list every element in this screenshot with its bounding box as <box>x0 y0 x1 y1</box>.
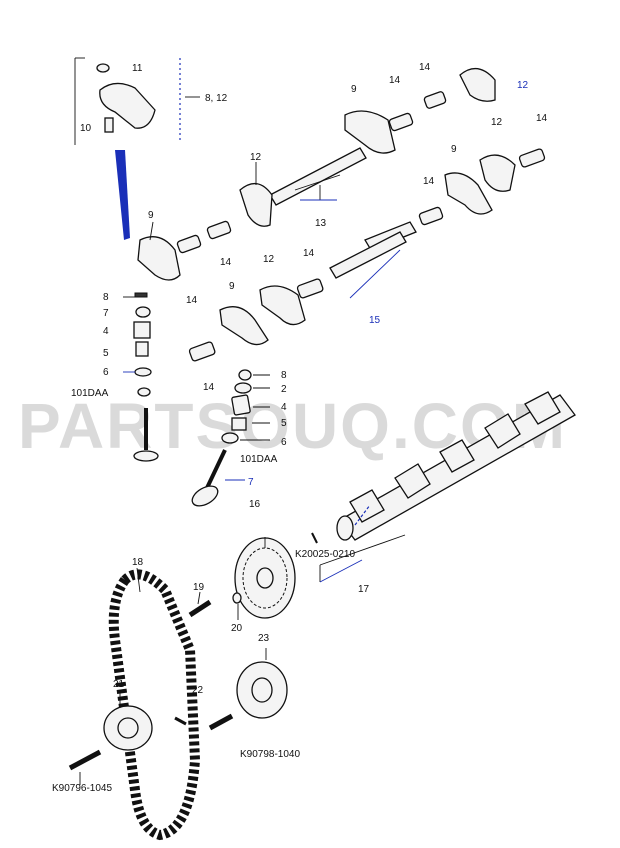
callout-4-right: 4 <box>281 402 287 413</box>
callout-7-right: 7 <box>248 477 254 488</box>
callout-19: 19 <box>193 582 205 593</box>
rocker-springs <box>176 91 546 362</box>
callout-12b: 12 <box>517 80 529 91</box>
leader-lines <box>79 162 406 785</box>
callout-6-right: 6 <box>281 437 287 448</box>
callout-9b: 9 <box>351 84 357 95</box>
callout-14a: 14 <box>389 75 401 86</box>
callout-4-left: 4 <box>103 326 109 337</box>
valve-stack-right <box>191 369 252 507</box>
rocker-arm-12c <box>479 154 516 192</box>
callout-23: 23 <box>258 633 270 644</box>
callout-8-12: 8, 12 <box>205 93 228 104</box>
blue-pointer-icon <box>115 150 130 240</box>
callout-14d: 14 <box>423 176 435 187</box>
callout-14b: 14 <box>419 62 431 73</box>
callout-14f: 14 <box>220 257 232 268</box>
rocker-arm-12a <box>239 183 273 227</box>
callout-5-left: 5 <box>103 348 109 359</box>
rocker-arm-12d <box>259 285 306 326</box>
inset-rocker-group <box>74 57 200 240</box>
callout-14c: 14 <box>536 113 548 124</box>
callout-7-left: 7 <box>103 308 109 319</box>
callout-101daa-left: 101DAA <box>71 388 109 399</box>
callout-16: 16 <box>249 499 261 510</box>
valve-stack-left <box>133 292 159 462</box>
clip-icon <box>96 63 110 73</box>
rocker-arm-icon <box>99 82 156 129</box>
callout-k20025: K20025-0210 <box>295 549 355 560</box>
callout-21: 21 <box>113 679 125 690</box>
callout-10: 10 <box>80 123 92 134</box>
rocker-arm-9a <box>137 236 181 281</box>
callout-9c: 9 <box>451 144 457 155</box>
callout-8-right: 8 <box>281 370 287 381</box>
callout-k90798: K90798-1040 <box>240 749 300 760</box>
callout-k90796: K90796-1045 <box>52 783 112 794</box>
adjuster-screw-icon <box>104 117 114 133</box>
rocker-arm-9c <box>444 172 493 215</box>
rocker-arm-12b <box>459 68 496 102</box>
callout-18: 18 <box>132 557 144 568</box>
callout-9a: 9 <box>148 210 154 221</box>
callout-22: 22 <box>192 685 204 696</box>
rocker-arm-9b <box>344 110 396 154</box>
callout-101daa-right: 101DAA <box>240 454 278 465</box>
timing-belt <box>108 569 201 841</box>
bolts <box>68 532 318 771</box>
callout-2-right: 2 <box>281 384 287 395</box>
callout-12c: 12 <box>491 117 503 128</box>
callout-11: 11 <box>132 63 143 74</box>
rocker-shaft-upper <box>269 147 417 279</box>
camshaft <box>336 391 576 541</box>
callout-14e: 14 <box>303 248 315 259</box>
callout-14g: 14 <box>186 295 198 306</box>
callout-15: 15 <box>369 315 381 326</box>
callout-13: 13 <box>315 218 327 229</box>
callout-20: 20 <box>231 623 243 634</box>
callout-9d: 9 <box>229 281 235 292</box>
rocker-arm-9d <box>219 306 269 346</box>
callout-8-left: 8 <box>103 292 109 303</box>
callout-5-right: 5 <box>281 418 287 429</box>
rocker-arms <box>137 68 516 346</box>
callout-6-left: 6 <box>103 367 109 378</box>
callout-12d: 12 <box>263 254 275 265</box>
idler-pulley <box>236 661 288 719</box>
cam-pulley <box>234 537 296 619</box>
tensioner-pulley <box>103 705 153 751</box>
callout-labels: 11 8, 12 10 9 12 9 14 14 12 13 9 12 14 1… <box>52 62 548 794</box>
callout-14h: 14 <box>203 382 215 393</box>
callout-12a: 12 <box>250 152 262 163</box>
callout-17: 17 <box>358 584 370 595</box>
